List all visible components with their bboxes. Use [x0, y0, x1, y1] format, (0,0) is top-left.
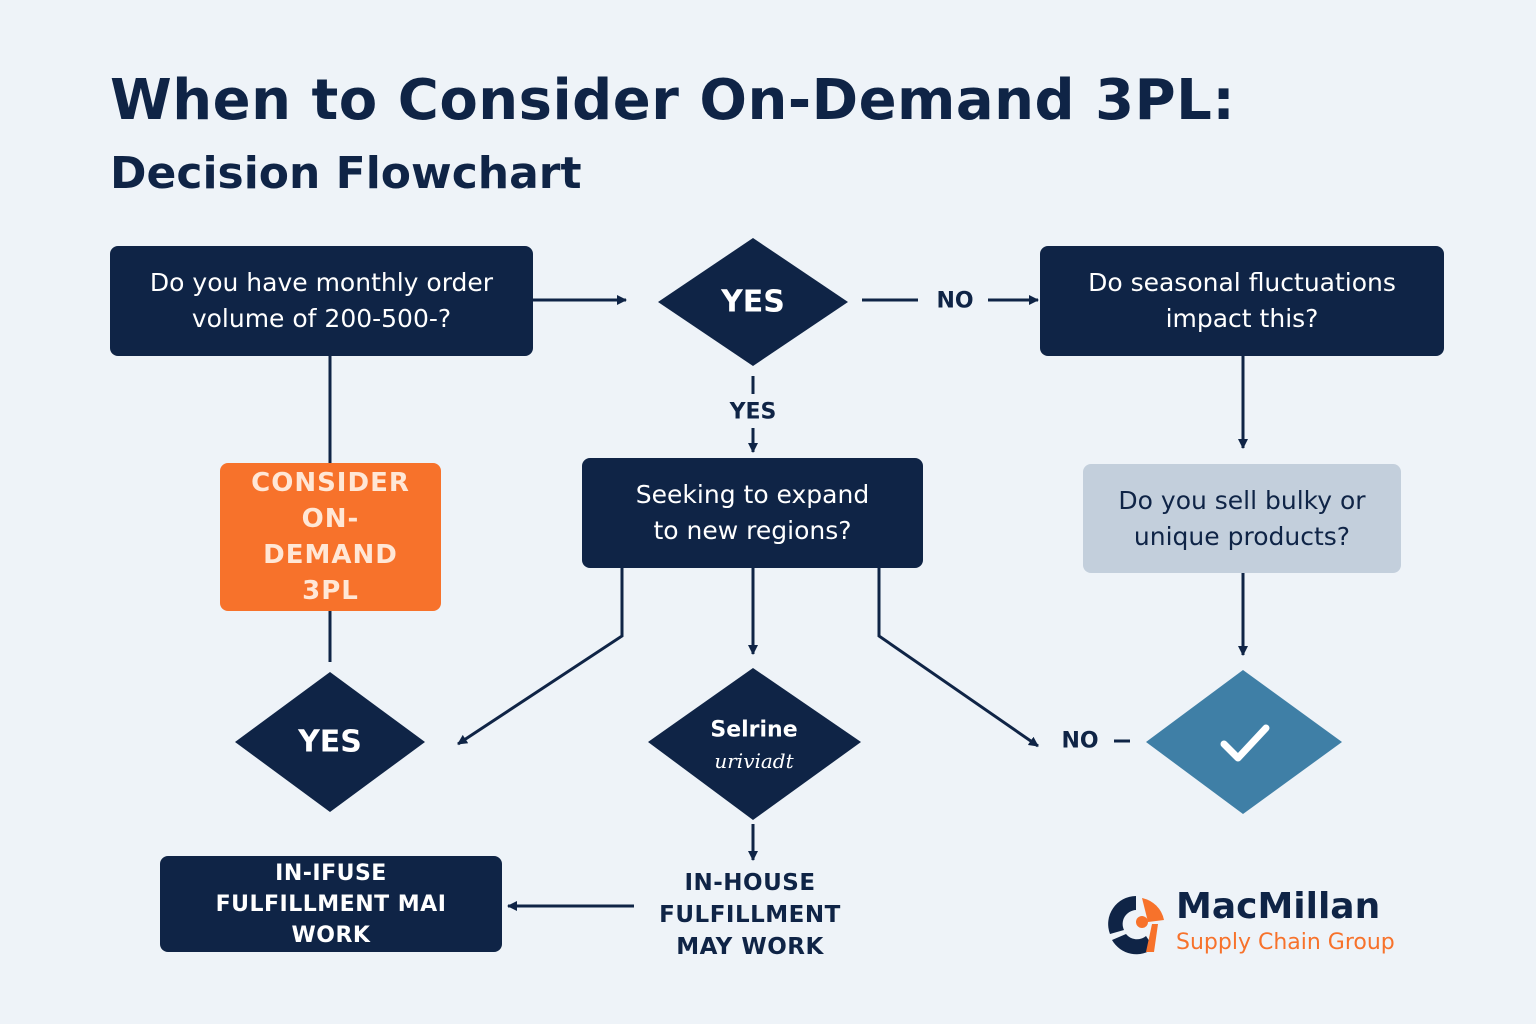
consider-line-3: 3PL: [302, 576, 359, 606]
diamond-middle-label-2: uriviadt: [714, 749, 794, 773]
diamond-yes-bottom: [235, 672, 425, 812]
diamond-yes-top: [658, 238, 848, 366]
page-subtitle: Decision Flowchart: [110, 148, 582, 199]
brand-tagline: Supply Chain Group: [1176, 930, 1395, 955]
arrow-expand-to-yes: [457, 568, 624, 746]
outcome-text-line-1: IN-HOUSE: [684, 870, 816, 896]
edge-label-no-bottom: NO: [1061, 728, 1099, 754]
question-seasonal-line-2: impact this?: [1165, 304, 1319, 333]
diamond-middle-label-1: Selrine: [710, 717, 798, 743]
consider-3pl-box: CONSIDER ON-DEMAND 3PL: [220, 463, 441, 611]
question-seasonal: Do seasonal fluctuations impact this?: [1040, 246, 1444, 356]
question-bulky-products: Do you sell bulky or unique products?: [1083, 464, 1401, 573]
question-order-volume: Do you have monthly order volume of 200-…: [110, 246, 533, 356]
question-bulky-line-2: unique products?: [1133, 521, 1351, 551]
outcome-box-line-1: IN-IFUSE: [275, 860, 387, 886]
question-expand-regions: Seeking to expand to new regions?: [582, 458, 923, 568]
diamond-middle: [648, 668, 861, 820]
edge-label-no-top: NO: [936, 288, 974, 314]
macmillan-logo-icon: [1108, 896, 1164, 955]
outcome-box-line-2: FULFILLMENT MAI WORK: [215, 891, 447, 948]
outcome-inhouse-box: IN-IFUSE FULFILLMENT MAI WORK: [160, 856, 502, 952]
page-title: When to Consider On-Demand 3PL:: [110, 68, 1236, 133]
question-bulky-line-1: Do you sell bulky or: [1118, 485, 1366, 515]
outcome-text-line-3: MAY WORK: [676, 934, 824, 960]
diamond-yes-top-label: YES: [721, 284, 785, 320]
edge-label-yes-middle: YES: [729, 399, 777, 425]
outcome-inhouse-text: IN-HOUSE FULFILLMENT MAY WORK: [659, 867, 841, 963]
arrow-expand-to-no: [877, 568, 1039, 748]
consider-line-2: ON-DEMAND: [263, 504, 398, 570]
question-expand-line-1: Seeking to expand: [635, 480, 870, 509]
diamond-check: [1146, 670, 1342, 814]
diamond-yes-bottom-label: YES: [298, 724, 362, 760]
question-order-volume-line-2: volume of 200-500-?: [191, 304, 452, 333]
checkmark-icon: [1220, 724, 1270, 762]
consider-line-1: CONSIDER: [251, 468, 410, 498]
brand-name: MacMillan: [1176, 886, 1381, 927]
question-seasonal-line-1: Do seasonal fluctuations: [1088, 268, 1396, 297]
outcome-text-line-2: FULFILLMENT: [659, 902, 841, 928]
question-expand-line-2: to new regions?: [653, 516, 852, 545]
question-order-volume-line-1: Do you have monthly order: [149, 268, 494, 297]
